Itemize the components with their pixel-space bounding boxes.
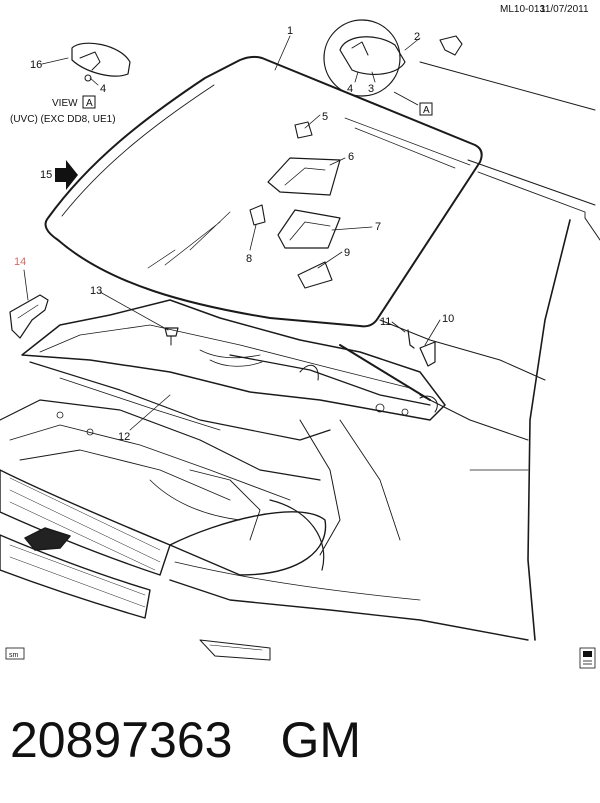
part-13-clip (164, 327, 179, 346)
brand-name: GM (280, 712, 362, 768)
callout-8: 8 (246, 253, 252, 265)
diagram-code: ML10-013 (500, 4, 545, 15)
wiper-linkage (229, 344, 438, 413)
view-marker-box (82, 95, 96, 109)
mirror-mount-parts (249, 121, 341, 289)
callout-7: 7 (375, 221, 381, 233)
callout-14: 14 (14, 256, 26, 268)
vehicle-body-outline (169, 61, 600, 661)
corner-tag-right (579, 647, 596, 669)
view-a-mirror (71, 42, 131, 82)
view-title: VIEW (52, 98, 78, 109)
part-number: 20897363 (10, 712, 233, 768)
callout-12: 12 (118, 431, 130, 443)
callout-15: 15 (40, 169, 52, 181)
callout-13: 13 (90, 285, 102, 297)
callout-16: 16 (30, 59, 42, 71)
engine-bay-structure (0, 399, 409, 571)
callout-leaders (23, 35, 441, 431)
diagram-date: 11/07/2011 (540, 4, 589, 15)
arrow-15-icon (55, 160, 78, 190)
callout-10: 10 (442, 313, 454, 325)
callout-9: 9 (344, 247, 350, 259)
front-grille (0, 469, 327, 619)
cowl-panel (21, 299, 446, 441)
mirror-detail-view (323, 19, 463, 97)
corner-tag-left: sm (5, 647, 25, 660)
callout-3: 3 (368, 83, 374, 95)
callout-4-view: 4 (100, 83, 106, 95)
svg-text:sm: sm (9, 652, 19, 659)
view-note: (UVC) (EXC DD8, UE1) (10, 114, 116, 125)
part-14-bracket (9, 294, 49, 339)
callout-2: 2 (414, 31, 420, 43)
parts-diagram: ML10-013 11/07/2011 VIEW A (UVC) (EXC DD… (0, 4, 600, 669)
callout-6: 6 (348, 151, 354, 163)
part-10-11-parts (407, 329, 436, 367)
callout-1: 1 (287, 25, 293, 37)
view-marker: A (86, 98, 93, 109)
part-footer: 20897363 GM (10, 700, 590, 780)
callout-4-detail: 4 (347, 83, 353, 95)
detail-marker-letter: A (423, 105, 430, 116)
callout-5: 5 (322, 111, 328, 123)
callout-11: 11 (380, 316, 391, 328)
windshield (44, 55, 483, 328)
detail-a-marker (393, 91, 433, 116)
